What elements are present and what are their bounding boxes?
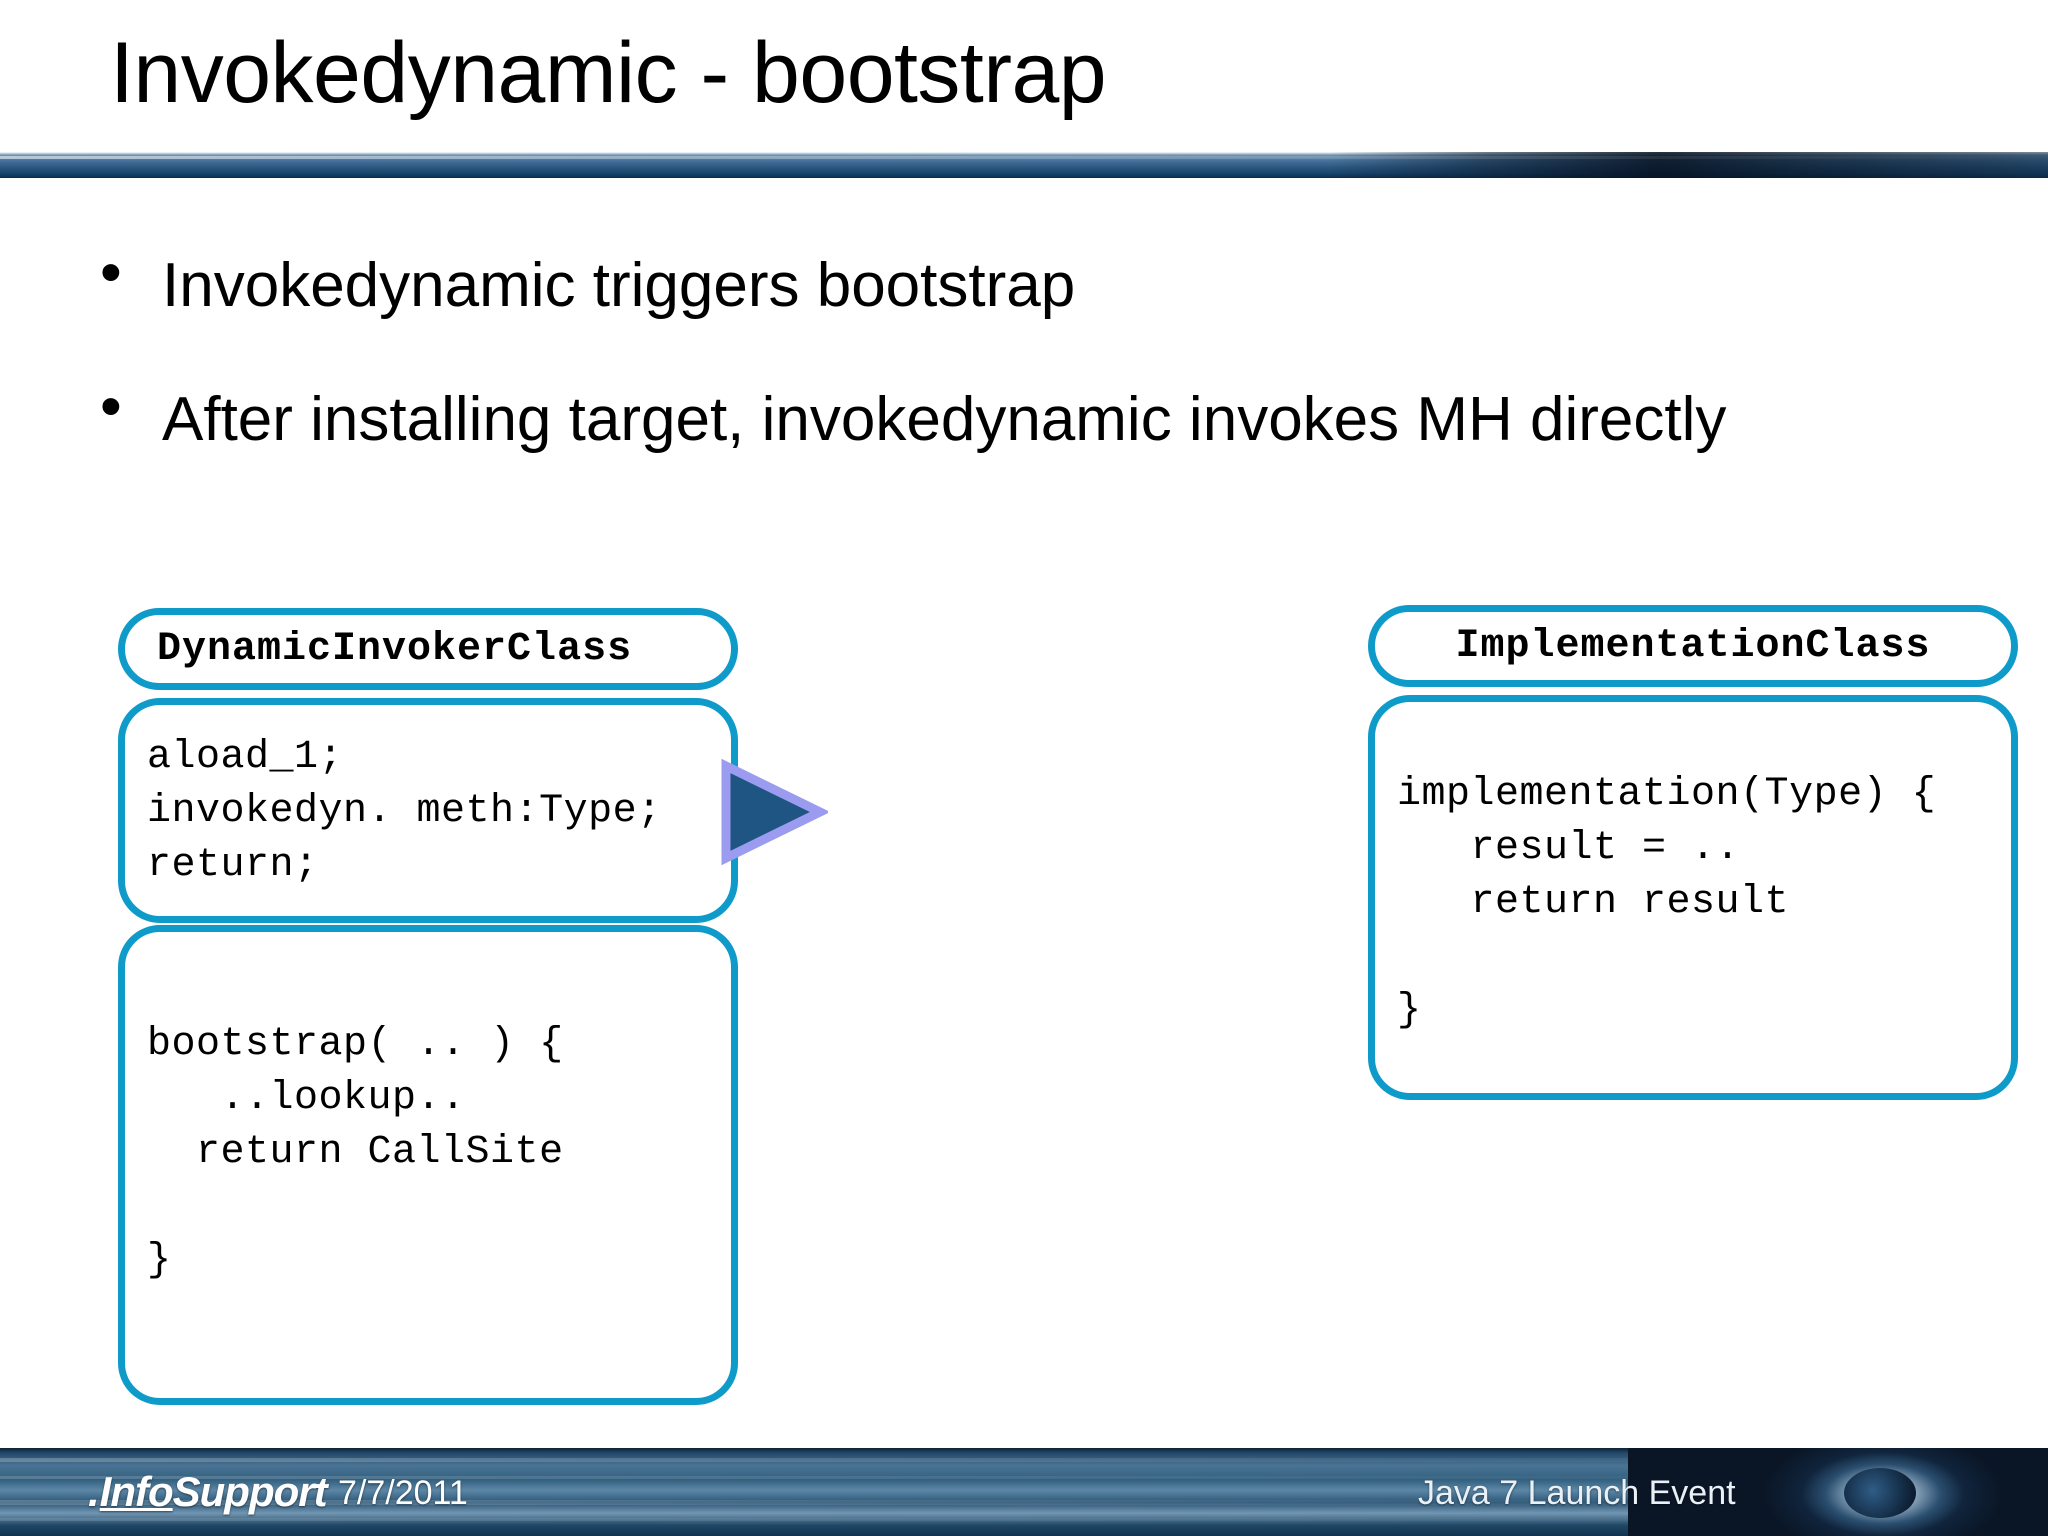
footer-streak: [0, 1458, 2048, 1462]
logo-info-text: Info: [99, 1468, 174, 1515]
header-bar-highlight: [0, 156, 2048, 159]
footer-date: 7/7/2011: [338, 1474, 468, 1512]
implementation-method-code: implementation(Type) { result = .. retur…: [1397, 772, 1937, 1033]
logo-support-text: Support: [172, 1468, 328, 1515]
bullet-text: Invokedynamic triggers bootstrap: [162, 251, 1076, 320]
list-item: • Invokedynamic triggers bootstrap: [100, 230, 1980, 342]
bullet-marker-icon: •: [100, 372, 122, 441]
implementation-method-box: implementation(Type) { result = .. retur…: [1368, 695, 2018, 1100]
title-area: Invokedynamic - bootstrap: [0, 0, 2048, 150]
bootstrap-method-code: bootstrap( .. ) { ..lookup.. return Call…: [147, 1022, 564, 1283]
footer-event-name: Java 7 Launch Event: [1418, 1474, 1736, 1512]
dynamic-invoker-class-title: DynamicInvokerClass: [157, 626, 633, 672]
implementation-class-title: ImplementationClass: [1455, 623, 1931, 669]
flow-arrow-icon: [721, 758, 828, 866]
page-title: Invokedynamic - bootstrap: [110, 25, 1107, 121]
bootstrap-method-box: bootstrap( .. ) { ..lookup.. return Call…: [118, 925, 738, 1405]
dynamic-invoker-bytecode: aload_1; invokedyn. meth:Type; return;: [147, 735, 662, 888]
footer-streak: [0, 1476, 2048, 1479]
bullet-marker-icon: •: [100, 238, 122, 307]
dynamic-invoker-class-header-box: DynamicInvokerClass: [118, 608, 738, 690]
dynamic-invoker-bytecode-box: aload_1; invokedyn. meth:Type; return;: [118, 698, 738, 923]
bullet-text: After installing target, invokedynamic i…: [162, 385, 1727, 454]
eye-pupil-icon: [1844, 1468, 1916, 1518]
logo-dot: .: [88, 1468, 100, 1515]
footer-streak: [0, 1518, 2048, 1521]
bullet-list: • Invokedynamic triggers bootstrap • Aft…: [100, 230, 1980, 498]
eye-graphic-icon: [1628, 1448, 2048, 1536]
footer-streak: [0, 1500, 2048, 1505]
list-item: • After installing target, invokedynamic…: [100, 364, 1980, 476]
implementation-class-header-box: ImplementationClass: [1368, 605, 2018, 687]
